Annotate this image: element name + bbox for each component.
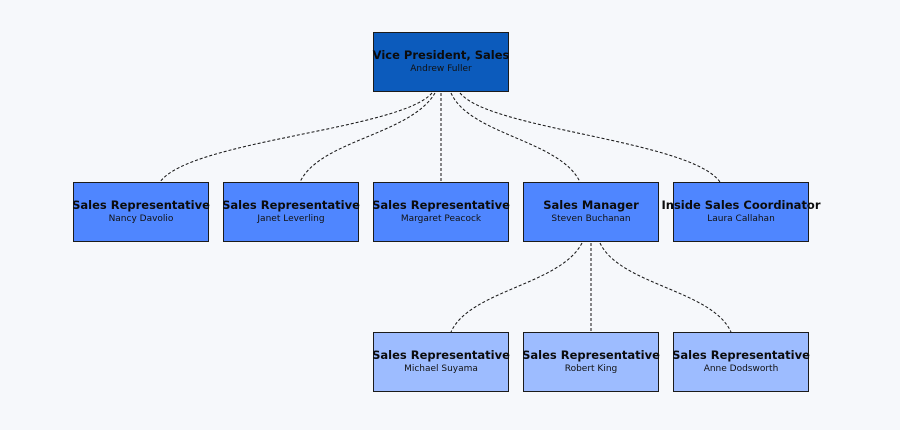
node-title: Sales Representative [372,348,510,362]
node-person-name: Laura Callahan [707,214,775,224]
node-manager-report[interactable]: Sales Representative Michael Suyama [372,332,510,392]
node-title: Sales Manager [543,198,639,212]
node-person-name: Andrew Fuller [410,64,472,74]
node-person-name: Steven Buchanan [551,214,631,224]
node-direct-report[interactable]: Inside Sales Coordinator Laura Callahan [661,182,821,242]
node-direct-report[interactable]: Sales Representative Margaret Peacock [372,182,510,242]
connector-vp-to-steven [450,92,581,183]
node-person-name: Anne Dodsworth [703,364,779,374]
node-person-name: Nancy Davolio [108,214,174,224]
node-direct-report[interactable]: Sales Representative Nancy Davolio [72,182,210,242]
connector-vp-to-janet [299,92,436,183]
node-person-name: Janet Leverling [257,214,325,224]
connector-steven-to-michael [450,242,583,333]
node-manager-report[interactable]: Sales Representative Robert King [522,332,660,392]
node-sales-manager[interactable]: Sales Manager Steven Buchanan [523,182,659,242]
node-title: Sales Representative [72,198,210,212]
node-vice-president[interactable]: Vice President, Sales Andrew Fuller [373,32,509,92]
node-person-name: Margaret Peacock [400,214,482,224]
connector-vp-to-nancy [159,92,433,183]
node-title: Sales Representative [522,348,660,362]
connector-vp-to-laura [459,92,721,183]
node-title: Inside Sales Coordinator [661,198,821,212]
node-title: Sales Representative [372,198,510,212]
node-manager-report[interactable]: Sales Representative Anne Dodsworth [672,332,810,392]
node-person-name: Michael Suyama [404,364,478,374]
connector-steven-to-anne [599,242,732,333]
node-title: Sales Representative [672,348,810,362]
node-title: Vice President, Sales [372,48,510,62]
node-direct-report[interactable]: Sales Representative Janet Leverling [222,182,360,242]
node-person-name: Robert King [564,364,618,374]
node-title: Sales Representative [222,198,360,212]
